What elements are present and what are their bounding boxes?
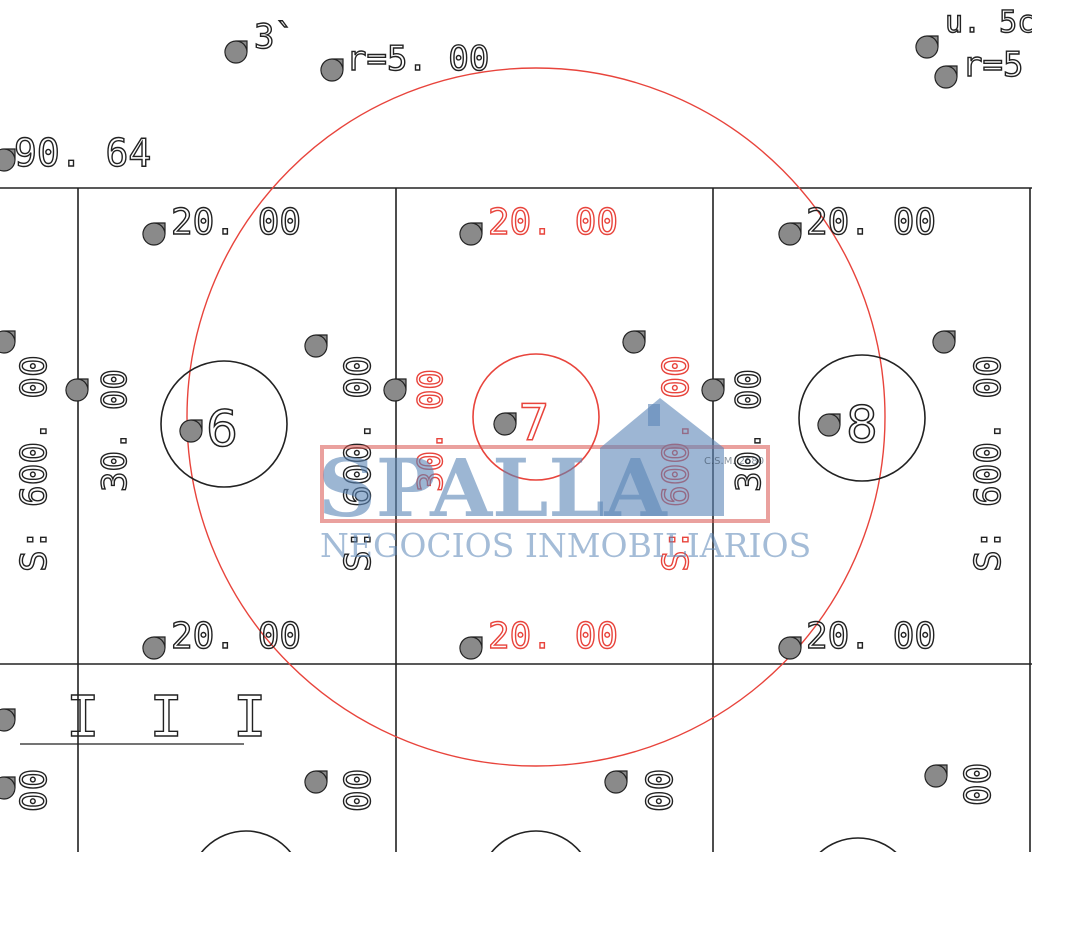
lot-7-number: 7 xyxy=(518,394,550,452)
lot-7-side-left: 30. 00 xyxy=(411,369,451,492)
lot-7-front: 20. 00 xyxy=(488,202,618,243)
marker xyxy=(817,413,841,437)
lower-label-3: 00 xyxy=(958,763,999,806)
block-label: I I I xyxy=(66,685,275,750)
house-icon xyxy=(600,398,724,516)
marker xyxy=(604,770,628,794)
marker xyxy=(304,770,328,794)
lot-7-back: 20. 00 xyxy=(488,616,618,657)
lower-lot-circle-3 xyxy=(819,837,897,852)
watermark-brand: SPALLA xyxy=(318,441,668,535)
label-partial-top-right: u. 5c xyxy=(945,5,1035,40)
marker xyxy=(0,330,16,354)
lot-8-circle xyxy=(798,354,926,482)
label-length-left: 90. 64 xyxy=(14,131,151,175)
marker xyxy=(179,419,203,443)
lot-8-front: 20. 00 xyxy=(806,202,936,243)
lower-lot-circle-1 xyxy=(200,830,292,852)
marker xyxy=(934,65,958,89)
lot-7-circle xyxy=(472,353,600,481)
marker xyxy=(459,222,483,246)
watermark-logo: SPALLA NEGOCIOS INMOBILIARIOS C.S.M. 268… xyxy=(318,398,811,565)
watermark-code: C.S.M. 2680 xyxy=(704,456,764,467)
marker xyxy=(0,708,16,732)
lot-6-number: 6 xyxy=(206,400,238,458)
lot-6-front: 20. 00 xyxy=(171,202,301,243)
label-partial-3: 3` xyxy=(254,17,295,57)
lot-6-back: 20. 00 xyxy=(171,616,301,657)
marker xyxy=(924,764,948,788)
lower-lot-circle-2 xyxy=(490,830,582,852)
marker xyxy=(0,776,16,800)
marker xyxy=(0,148,16,172)
label-radius-right: r=5 xyxy=(962,45,1023,85)
left-edge-area: S: 600. 00 xyxy=(14,355,55,572)
marker xyxy=(493,412,517,436)
lot-6-side-right: S: 600. 00 xyxy=(338,355,379,572)
lot-8-back: 20. 00 xyxy=(806,616,936,657)
marker xyxy=(142,636,166,660)
marker xyxy=(320,58,344,82)
label-radius-main: r=5. 00 xyxy=(346,39,489,79)
watermark-tagline: NEGOCIOS INMOBILIARIOS xyxy=(320,526,811,565)
marker xyxy=(778,222,802,246)
lot-8-number: 8 xyxy=(846,396,878,454)
marker xyxy=(142,222,166,246)
marker xyxy=(65,378,89,402)
lot-8-side-left: 30. 00 xyxy=(729,369,769,492)
marker xyxy=(778,636,802,660)
lower-label-4: 00 xyxy=(14,769,55,812)
marker xyxy=(932,330,956,354)
lot-6-circle xyxy=(160,360,288,488)
lot-6-side-left: 30. 00 xyxy=(95,369,135,492)
marker xyxy=(459,636,483,660)
radius-circle xyxy=(186,67,886,767)
lower-label-2: 00 xyxy=(640,769,681,812)
lot-8-side-right: S: 600. 00 xyxy=(968,355,1009,572)
marker xyxy=(701,378,725,402)
marker xyxy=(383,378,407,402)
marker xyxy=(224,40,248,64)
marker xyxy=(304,334,328,358)
marker xyxy=(622,330,646,354)
lower-label-1: 00 xyxy=(338,769,379,812)
marker xyxy=(915,35,939,59)
